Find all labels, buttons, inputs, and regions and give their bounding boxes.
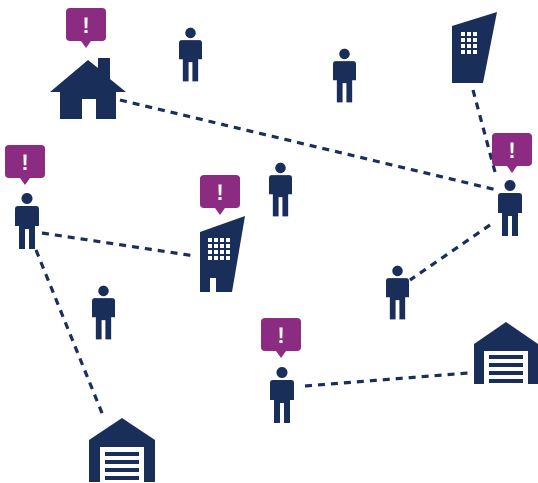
link-person-left-office-center [41,231,196,258]
person-icon [92,285,115,340]
alert-mark: ! [508,138,515,163]
alert-mark: ! [21,150,28,175]
person-icon [179,27,202,82]
alert-badge-person-bottom: ! [261,318,301,358]
office-center-node [200,216,245,292]
house-node [50,58,126,119]
office-building-icon [452,12,497,83]
house-icon [50,58,126,119]
link-office-top-right-person-right [471,89,497,173]
person-icon [333,48,356,103]
office-top-right-node [452,12,497,83]
connections [34,89,498,419]
office-building-icon [200,216,245,292]
alert-mark: ! [216,180,223,205]
alert-badge-person-left: ! [5,145,45,185]
alert-badge-office-center: ! [200,175,240,215]
link-person-bottom-warehouse-right [304,371,469,388]
person-icon [498,180,522,236]
person-icon [270,367,294,423]
link-house-person-right [119,98,498,192]
link-person-left-warehouse [34,249,106,419]
person-icon [269,162,292,217]
alert-badge-house: ! [66,8,106,48]
warehouse-icon [89,418,155,482]
alert-badge-person-right: ! [492,133,532,173]
person-icon [15,193,39,249]
warehouse-bottom-left-node [89,418,155,482]
warehouse-icon [474,322,538,384]
alert-mark: ! [82,13,89,38]
link-person-right-person-lower-right [409,223,491,282]
warehouse-right-node [474,322,538,384]
alert-mark: ! [277,323,284,348]
person-icon [386,265,409,320]
alert-markers: ! ! ! ! ! [5,8,532,358]
